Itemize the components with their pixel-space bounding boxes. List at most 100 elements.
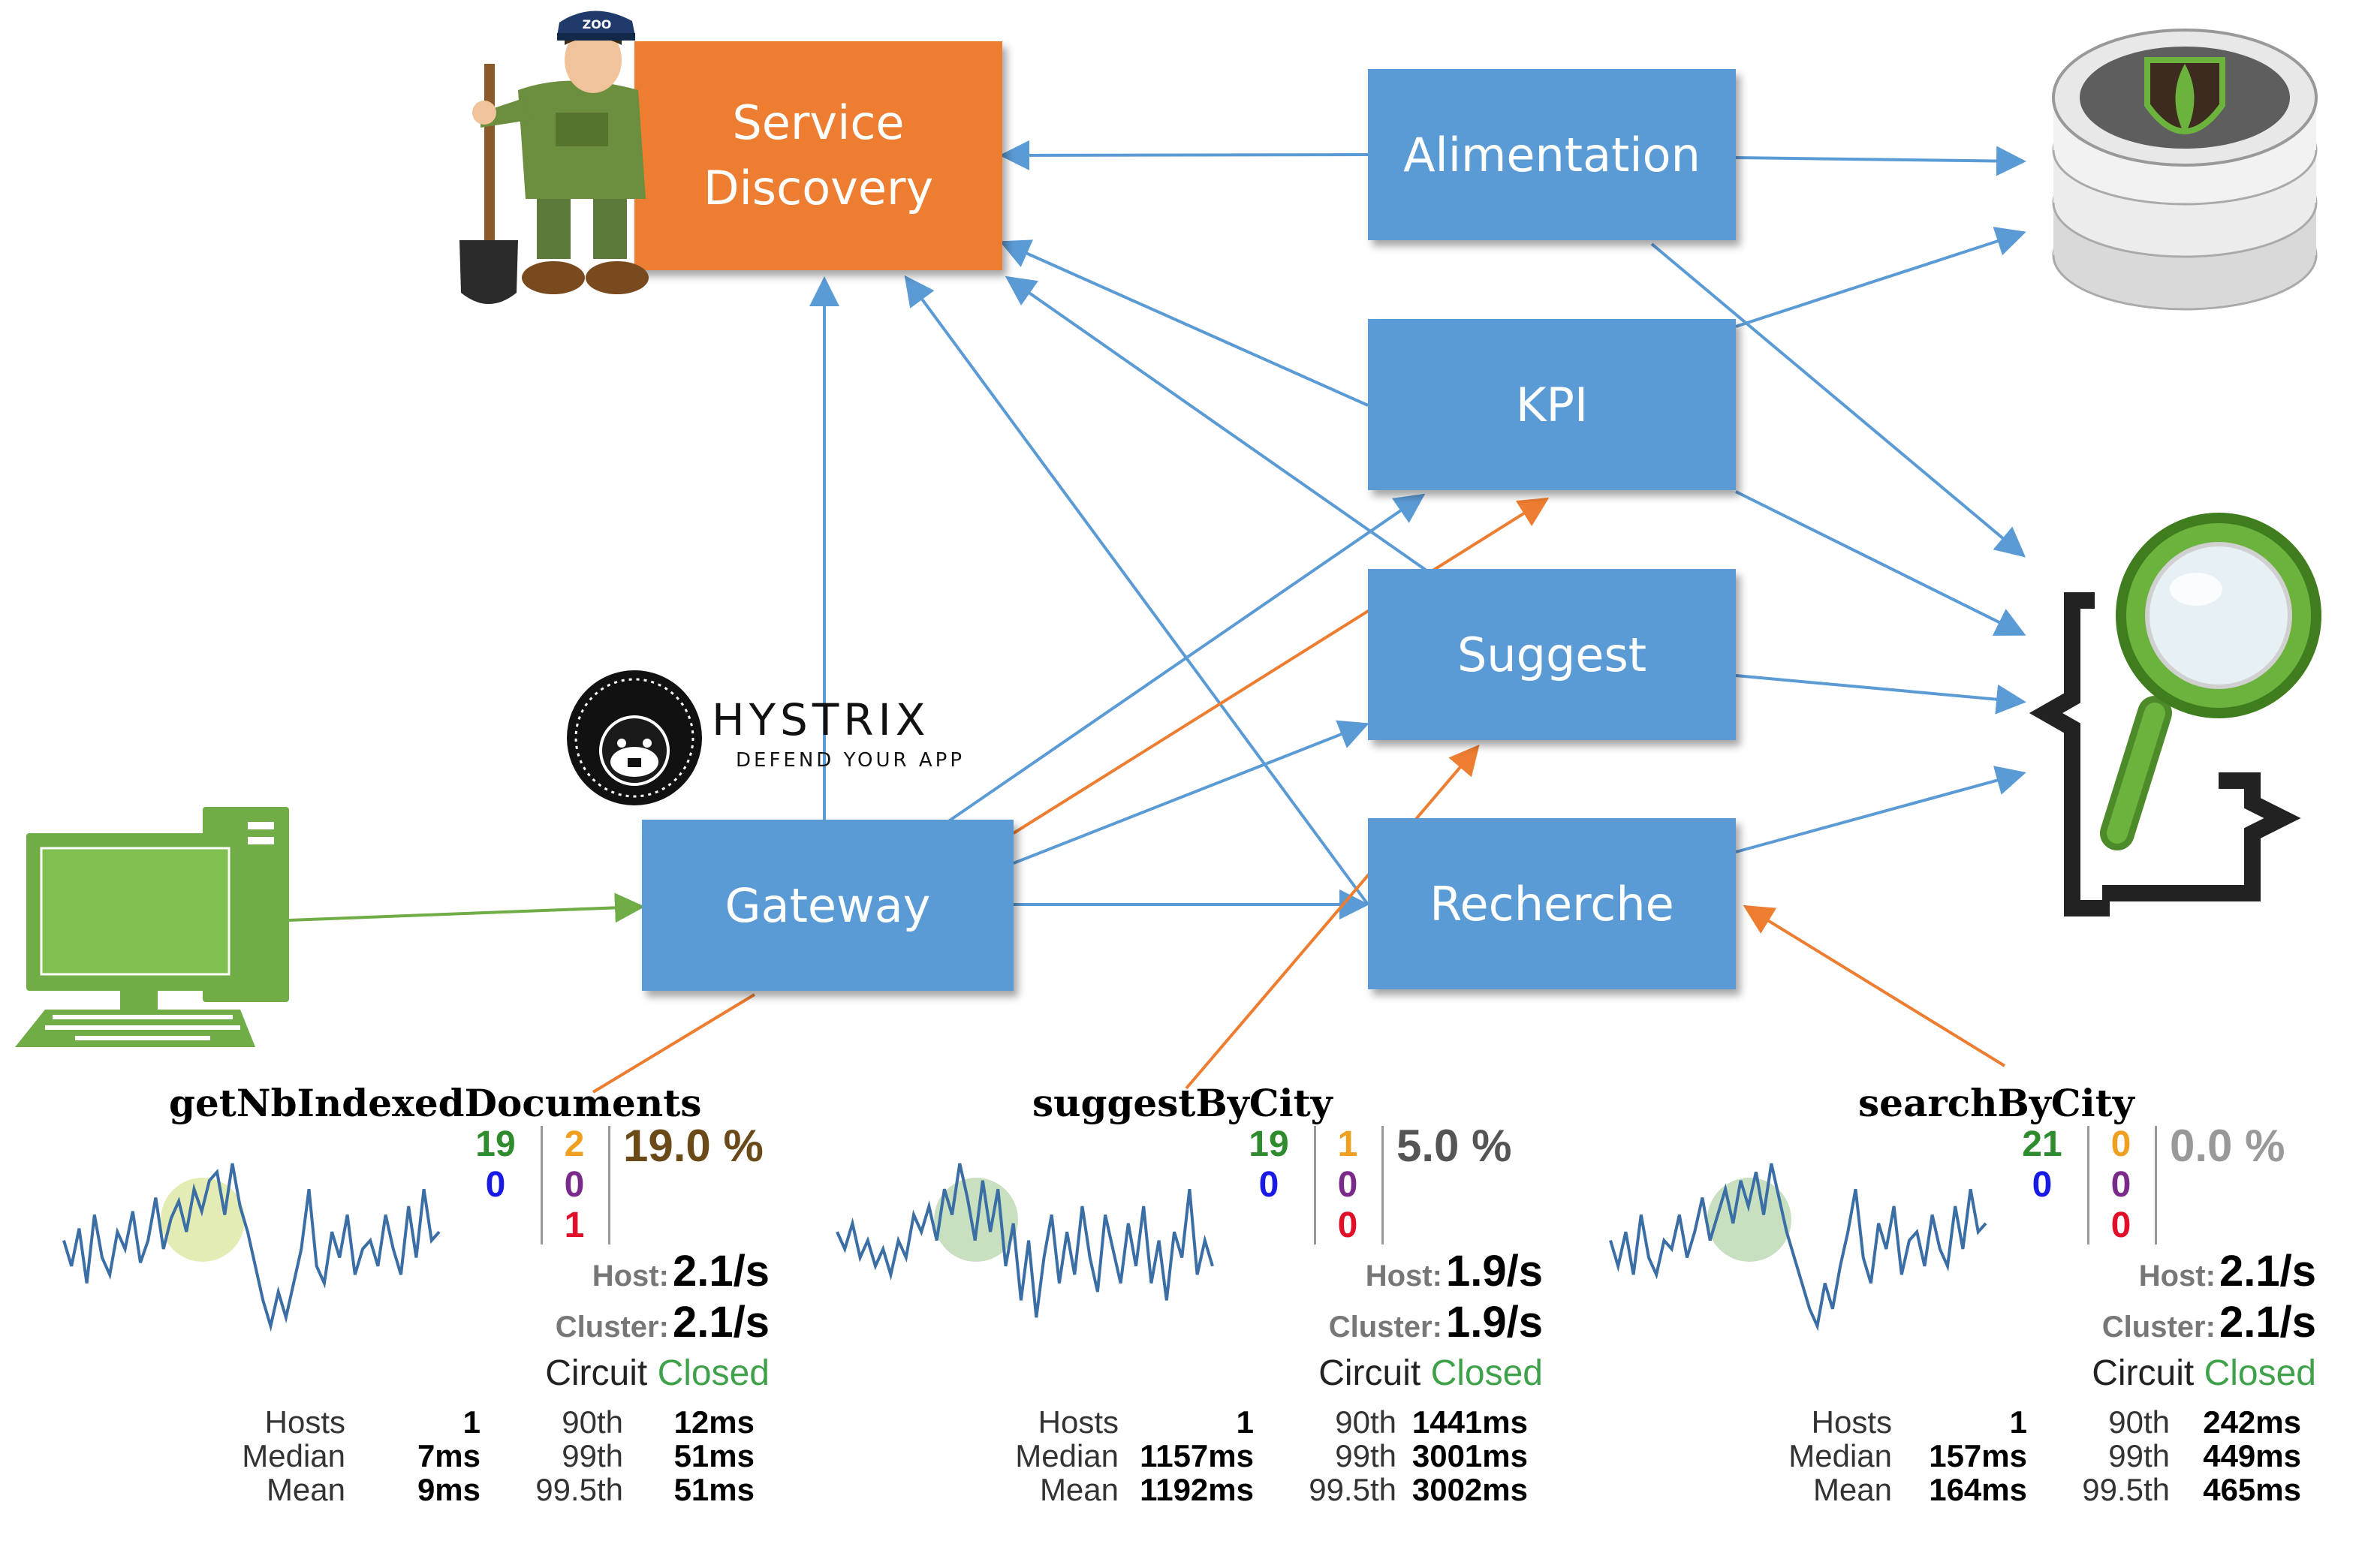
host-rate-label: Host:	[2138, 1260, 2216, 1293]
stat-value: 1192ms	[1140, 1472, 1254, 1507]
host-rate-value: 2.1/s	[2219, 1247, 2316, 1296]
arrow-client-to-gateway	[288, 892, 645, 923]
timeout-count: 2	[564, 1124, 585, 1164]
counter-separator	[2155, 1126, 2157, 1244]
host-rate-value: 1.9/s	[1446, 1247, 1543, 1296]
stat-label: Hosts	[1038, 1404, 1119, 1440]
circuit-label: Circuit	[1318, 1353, 1421, 1393]
percentile-label: 99th	[562, 1438, 623, 1473]
percentile-value: 51ms	[673, 1472, 755, 1507]
host-rate: Host: 2.1/s	[2139, 1246, 2316, 1296]
arrow-getnb-to-kpi	[1012, 497, 1550, 835]
arrow-kpi-to-discovery	[999, 239, 1369, 407]
kpi-box[interactable]: KPI	[1368, 319, 1736, 490]
stat-value: 157ms	[1929, 1438, 2027, 1473]
cluster-rate-label: Cluster:	[2101, 1311, 2216, 1344]
latency-sparkline	[836, 1163, 1214, 1318]
percentile-value: 449ms	[2203, 1438, 2301, 1473]
stat-label: Mean	[1812, 1472, 1892, 1507]
percentile-value: 3001ms	[1411, 1438, 1528, 1473]
percentile-label: 99.5th	[2082, 1472, 2170, 1507]
cluster-rate: Cluster: 2.1/s	[2102, 1297, 2316, 1347]
timeout-count: 1	[1337, 1124, 1358, 1164]
circuit-label: Circuit	[2092, 1353, 2195, 1393]
stat-value: 164ms	[1929, 1472, 2027, 1507]
recherche-label: Recherche	[1430, 876, 1674, 931]
rejected-count: 0	[1337, 1165, 1358, 1205]
stat-value: 1157ms	[1140, 1438, 1254, 1473]
percentile-label: 90th	[562, 1404, 623, 1440]
arrow-alimentation-to-mongodb	[1735, 146, 2026, 176]
rejected-count: 0	[564, 1165, 585, 1205]
arrow-recherche-to-discovery	[904, 275, 1369, 906]
cluster-rate-value: 2.1/s	[673, 1298, 770, 1347]
counter-separator	[541, 1126, 543, 1244]
arrow-recherche-to-elastic	[1735, 766, 2026, 853]
circuit-state: Closed	[657, 1353, 770, 1393]
cluster-rate-label: Cluster:	[1328, 1311, 1442, 1344]
health-circle	[161, 1178, 245, 1262]
arrow-kpi-to-elastic	[1735, 490, 2026, 636]
arrow-gateway-to-kpi	[946, 493, 1426, 823]
host-rate-label: Host:	[1365, 1260, 1442, 1293]
arrow-suggest-to-elastic	[1735, 674, 2026, 715]
counter-separator	[608, 1126, 610, 1244]
circuit-status: Circuit Closed	[1318, 1353, 1543, 1394]
sparkline-path	[836, 1163, 1214, 1318]
cluster-rate: Cluster: 2.1/s	[556, 1297, 770, 1347]
percentile-label: 99.5th	[1309, 1472, 1396, 1507]
stat-label: Median	[1015, 1438, 1119, 1473]
arrow-gateway-to-getnb	[592, 993, 756, 1094]
service-discovery-box[interactable]: Service Discovery	[634, 41, 1002, 270]
service-discovery-label: Service Discovery	[703, 95, 934, 215]
stat-label: Median	[1788, 1438, 1892, 1473]
failure-count: 0	[1337, 1205, 1358, 1245]
command-title: searchByCity	[1858, 1081, 2134, 1125]
circuit-state: Closed	[1430, 1353, 1543, 1393]
rejected-count: 0	[2110, 1165, 2131, 1205]
alimentation-label: Alimentation	[1403, 127, 1701, 182]
recherche-box[interactable]: Recherche	[1368, 818, 1736, 989]
arrow-gateway-to-suggest	[1013, 720, 1369, 865]
host-rate: Host: 2.1/s	[592, 1246, 770, 1296]
success-count: 19	[1249, 1124, 1289, 1164]
hystrix-tagline: DEFEND YOUR APP	[736, 749, 965, 772]
percentile-value: 465ms	[2203, 1472, 2301, 1507]
percentile-value: 51ms	[673, 1438, 755, 1473]
percentile-value: 3002ms	[1411, 1472, 1528, 1507]
cluster-rate: Cluster: 1.9/s	[1329, 1297, 1543, 1347]
host-rate-value: 2.1/s	[673, 1247, 770, 1296]
arrow-suggestbycity-to-suggest	[1185, 744, 1480, 1090]
latency-sparkline	[62, 1163, 441, 1332]
gateway-box[interactable]: Gateway	[642, 820, 1014, 991]
percentile-label: 90th	[2108, 1404, 2170, 1440]
stat-value: 1	[2009, 1404, 2027, 1440]
short-circuited-count: 0	[1258, 1165, 1279, 1205]
command-title: getNbIndexedDocuments	[169, 1081, 702, 1125]
stat-value: 1	[462, 1404, 481, 1440]
percentile-value: 1441ms	[1411, 1404, 1528, 1440]
host-rate: Host: 1.9/s	[1366, 1246, 1543, 1296]
sparkline-path	[62, 1163, 441, 1332]
percentile-label: 99.5th	[535, 1472, 623, 1507]
success-count: 19	[475, 1124, 516, 1164]
percentile-label: 99th	[2108, 1438, 2170, 1473]
failure-count: 0	[2110, 1205, 2131, 1245]
command-title: suggestByCity	[1032, 1081, 1333, 1125]
alimentation-box[interactable]: Alimentation	[1368, 69, 1736, 240]
suggest-box[interactable]: Suggest	[1368, 569, 1736, 740]
cluster-rate-value: 2.1/s	[2219, 1298, 2316, 1347]
suggest-label: Suggest	[1457, 627, 1647, 682]
percentile-value: 12ms	[673, 1404, 755, 1440]
arrow-kpi-to-mongodb	[1735, 227, 2026, 328]
stat-value: 7ms	[417, 1438, 481, 1473]
error-percentage: 5.0 %	[1396, 1121, 1512, 1171]
host-rate-label: Host:	[592, 1260, 669, 1293]
